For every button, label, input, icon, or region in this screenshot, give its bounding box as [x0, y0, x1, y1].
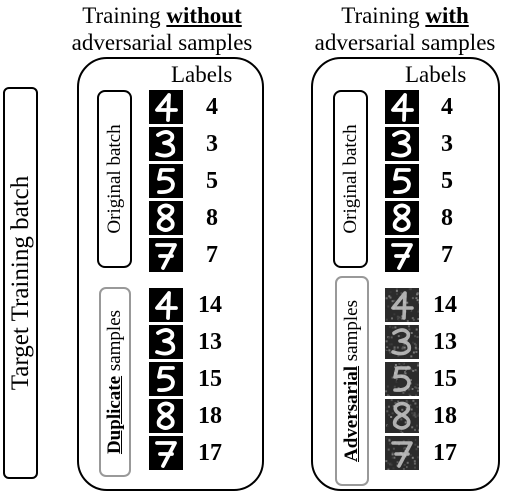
- right-title-line2: adversarial samples: [314, 30, 496, 55]
- right-adversarial-samples-box: Adversarial samples: [335, 276, 369, 486]
- right-original-digit-image: [385, 90, 419, 124]
- left-original-label: 5: [206, 168, 218, 194]
- left-sample-label: 13: [198, 329, 222, 355]
- right-original-label: 8: [441, 205, 453, 231]
- left-panel-title: Training without adversarial samples: [48, 2, 276, 56]
- right-panel: [311, 57, 500, 491]
- right-original-digit-image: [385, 127, 419, 161]
- left-original-digit-image: [149, 164, 183, 198]
- left-labels-title: Labels: [171, 62, 233, 87]
- left-panel: [77, 57, 264, 491]
- left-original-batch-box: Original batch: [97, 90, 132, 268]
- right-adversarial-samples-label: Adversarial samples: [341, 299, 362, 463]
- right-panel-title: Training with adversarial samples: [294, 2, 516, 56]
- left-duplicate-digit-image: [149, 399, 183, 433]
- left-sample-label: 14: [198, 292, 222, 318]
- left-sample-label: 18: [198, 403, 222, 429]
- right-sample-label: 18: [433, 403, 457, 429]
- left-original-batch-label: Original batch: [103, 124, 125, 234]
- right-original-label: 4: [441, 94, 453, 120]
- left-original-digit-image: [149, 238, 183, 272]
- right-original-label: 7: [441, 242, 453, 268]
- left-original-label: 3: [206, 131, 218, 157]
- right-sample-label: 15: [433, 366, 457, 392]
- left-sample-label: 17: [198, 440, 222, 466]
- right-original-digit-image: [385, 238, 419, 272]
- right-title-line1: Training with: [341, 3, 469, 28]
- left-original-digit-image: [149, 90, 183, 124]
- left-original-digit-image: [149, 201, 183, 235]
- left-duplicate-digit-image: [149, 436, 183, 470]
- right-labels-title: Labels: [405, 62, 467, 87]
- target-training-batch-box: Target Training batch: [3, 87, 38, 479]
- left-original-digit-image: [149, 127, 183, 161]
- right-original-label: 3: [441, 131, 453, 157]
- left-title-line1: Training without: [82, 3, 242, 28]
- left-sample-label: 15: [198, 366, 222, 392]
- left-original-label: 7: [206, 242, 218, 268]
- right-original-digit-image: [385, 201, 419, 235]
- right-sample-label: 17: [433, 440, 457, 466]
- left-duplicate-digit-image: [149, 362, 183, 396]
- left-duplicate-samples-label: Duplicate samples: [104, 309, 125, 455]
- right-original-batch-label: Original batch: [339, 124, 361, 234]
- left-original-label: 8: [206, 205, 218, 231]
- left-duplicate-digit-image: [149, 325, 183, 359]
- right-adversarial-digit-image: [385, 436, 419, 470]
- target-training-batch-label: Target Training batch: [6, 175, 34, 391]
- left-duplicate-digit-image: [149, 288, 183, 322]
- right-original-digit-image: [385, 164, 419, 198]
- right-adversarial-digit-image: [385, 325, 419, 359]
- left-title-line2: adversarial samples: [71, 30, 253, 55]
- left-duplicate-samples-box: Duplicate samples: [99, 287, 131, 477]
- right-sample-label: 14: [433, 292, 457, 318]
- right-adversarial-digit-image: [385, 362, 419, 396]
- right-original-batch-box: Original batch: [333, 90, 368, 268]
- right-adversarial-digit-image: [385, 399, 419, 433]
- right-original-label: 5: [441, 168, 453, 194]
- right-adversarial-digit-image: [385, 288, 419, 322]
- left-original-label: 4: [206, 94, 218, 120]
- right-sample-label: 13: [433, 329, 457, 355]
